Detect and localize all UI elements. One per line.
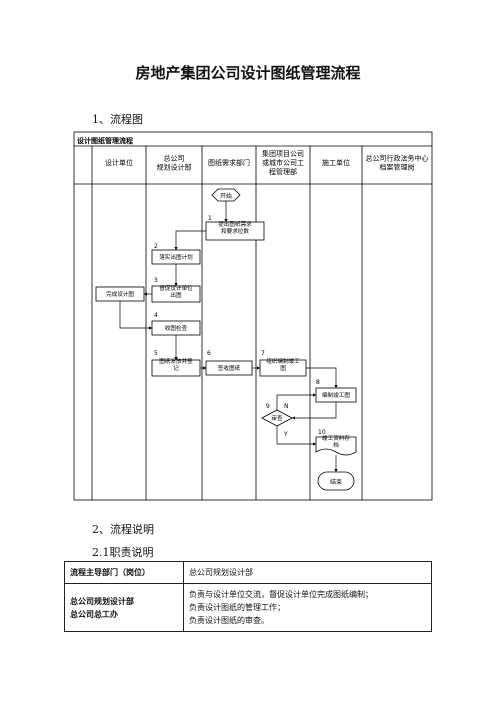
step-3-number: 3 bbox=[154, 277, 158, 284]
table-cell-left: 总公司规划设计部总公司总工办 bbox=[64, 583, 184, 632]
step-5-label: 收图检查 bbox=[165, 324, 188, 332]
start-terminator bbox=[211, 188, 241, 202]
arrow-design-to-4 bbox=[119, 301, 153, 330]
section-heading-responsibility: 2.1职责说明 bbox=[92, 546, 154, 559]
step-9-label: 编制竣工图 bbox=[322, 391, 350, 399]
step-8-number: 8 bbox=[316, 379, 320, 386]
table-cell-right: 负责与设计单位交流，督促设计单位完成图纸编制； 负责设计图纸的管理工作； 负责设… bbox=[183, 583, 432, 632]
step-1-number: 1 bbox=[208, 215, 212, 222]
end-label: 结束 bbox=[330, 478, 342, 486]
step-6-number: 6 bbox=[207, 350, 211, 357]
step-4-label: 完成设计图 bbox=[106, 290, 134, 298]
section-heading-flowchart: 1、流程图 bbox=[92, 113, 143, 126]
responsibility-table: 流程主导部门（岗位） 总公司规划设计部 总公司规划设计部总公司总工办 负责与设计… bbox=[64, 561, 432, 632]
arrow-8-to-9 bbox=[291, 402, 337, 420]
step-1-label: 提出图纸需求和要求拉数 bbox=[218, 220, 252, 235]
lane-header-3: 集团项目公司或城市公司工程管理部 bbox=[262, 149, 304, 176]
step-6-label: 图纸发放并登记 bbox=[159, 357, 193, 372]
section-heading-process: 2、流程说明 bbox=[92, 523, 154, 536]
arrow-7-to-8 bbox=[306, 367, 338, 389]
duty-line: 负责设计图纸的管理工作； bbox=[189, 603, 285, 612]
step-5-number: 5 bbox=[154, 350, 158, 357]
start-label: 开始 bbox=[220, 192, 232, 200]
table-row: 总公司规划设计部总公司总工办 负责与设计单位交流，督促设计单位完成图纸编制； 负… bbox=[64, 583, 432, 632]
lane-header-1: 总公司规划设计部 bbox=[157, 154, 192, 172]
table-row: 流程主导部门（岗位） 总公司规划设计部 bbox=[64, 561, 432, 584]
step-10-label: 审查 bbox=[271, 414, 283, 422]
table-cell-left: 流程主导部门（岗位） bbox=[64, 561, 184, 584]
step-4-number: 4 bbox=[154, 312, 158, 319]
flowchart-header: 设计图纸管理流程 bbox=[77, 136, 133, 145]
step-2-number: 2 bbox=[154, 243, 158, 250]
decision-yes-label: Y bbox=[283, 431, 288, 438]
document-title: 房地产集团公司设计图纸管理流程 bbox=[135, 64, 361, 82]
duty-line: 负责设计图纸的审查。 bbox=[189, 616, 269, 625]
step-10-number: 10 bbox=[318, 429, 326, 436]
lane-header-4: 施工单位 bbox=[322, 158, 350, 167]
dept-name-line: 总公司规划设计部总公司总工办 bbox=[70, 596, 134, 619]
step-2-label: 落实出图计划 bbox=[159, 253, 193, 261]
flowchart-frame bbox=[73, 131, 433, 501]
step-11-label: 竣工资料存档 bbox=[322, 434, 350, 449]
duty-line: 负责与设计单位交流，督促设计单位完成图纸编制； bbox=[189, 590, 373, 599]
arrow-1-to-2 bbox=[174, 230, 206, 251]
lane-header-0: 设计单位 bbox=[105, 158, 133, 167]
step-7-number: 7 bbox=[261, 350, 265, 357]
lane-header-5: 总公司行政法务中心档案管理岗 bbox=[366, 154, 429, 172]
step-10-document bbox=[315, 436, 357, 456]
table-cell-right: 总公司规划设计部 bbox=[183, 561, 432, 584]
decision-no-label: N bbox=[284, 403, 289, 410]
step-9-number: 9 bbox=[266, 403, 270, 410]
step-7-label: 签收图纸 bbox=[218, 364, 241, 372]
lane-header-2: 图纸需求部门 bbox=[208, 158, 250, 167]
step-3-label: 督促设计单位出图 bbox=[159, 284, 193, 299]
step-8-label: 组织编制竣工图 bbox=[266, 357, 300, 372]
arrow-9-yes-to-10 bbox=[276, 426, 317, 446]
arrow-9-no-to-8 bbox=[276, 393, 317, 410]
